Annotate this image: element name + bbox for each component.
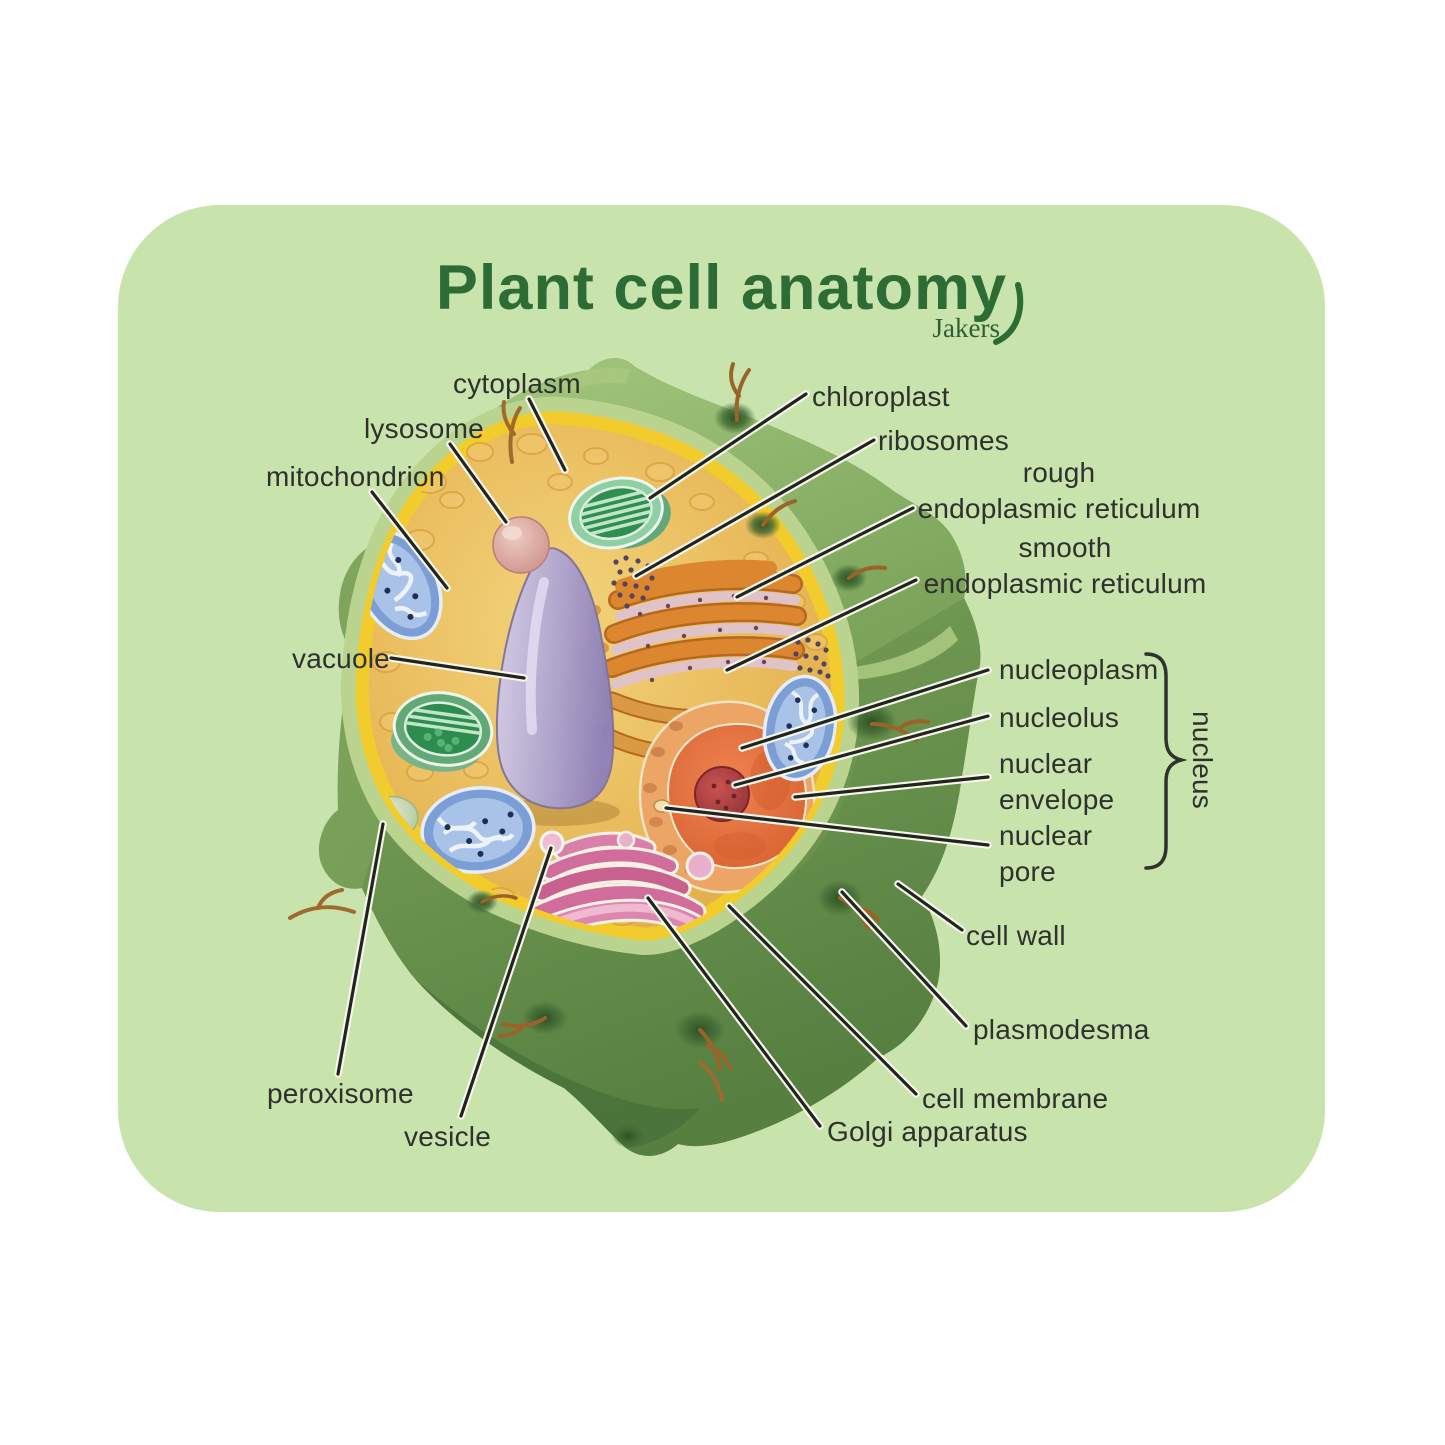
wing-shelf-highlight	[846, 626, 958, 680]
label-vesicle: vesicle	[404, 1121, 491, 1152]
nucleolus-speckles	[711, 779, 737, 811]
tab-highlight	[560, 367, 630, 394]
leader-line-nuclear-envelope	[793, 775, 990, 799]
leader-line-nucleolus	[733, 714, 990, 787]
leader-line-vacuole	[389, 656, 526, 680]
label-nucleus: nucleus	[1187, 711, 1219, 809]
label-cytoplasm: cytoplasm	[453, 368, 581, 399]
label-smooth-er: smooth endoplasmic reticulum	[923, 532, 1207, 600]
golgi-vesicle	[616, 830, 636, 850]
stray-twig	[288, 888, 356, 920]
signature-flourish-icon	[993, 282, 1024, 345]
label-nuclear-pore: nuclear pore	[999, 820, 1093, 888]
label-ribosomes: ribosomes	[878, 425, 1009, 456]
leader-line-cell-wall	[896, 882, 964, 932]
nucleus-bracket	[1144, 652, 1188, 870]
leader-line-peroxisome	[336, 822, 385, 1076]
leader-line-cell-membrane	[727, 904, 918, 1096]
label-cell-membrane: cell membrane	[922, 1083, 1109, 1114]
leader-line-lysosome	[448, 442, 508, 524]
leader-line-nucleoplasm	[740, 668, 990, 750]
label-mitochondrion: mitochondrion	[266, 461, 445, 492]
label-golgi-apparatus: Golgi apparatus	[827, 1116, 1028, 1147]
cell-bottom-shadow	[416, 980, 700, 1148]
label-rough-er: rough endoplasmic reticulum	[917, 457, 1201, 525]
leader-line-chloroplast	[648, 392, 808, 500]
label-cell-wall: cell wall	[966, 920, 1066, 951]
leader-line-rough-er	[735, 506, 915, 599]
nucleolus-shape	[694, 766, 750, 822]
label-chloroplast: chloroplast	[812, 381, 950, 412]
stray-twig	[698, 1060, 724, 1102]
label-nucleoplasm: nucleoplasm	[999, 654, 1159, 685]
leader-lines	[334, 390, 1188, 1130]
leader-line-cytoplasm	[527, 397, 567, 472]
page-title: Plant cell anatomy	[435, 253, 1008, 323]
label-plasmodesma: plasmodesma	[973, 1014, 1150, 1045]
leader-line-golgi	[646, 896, 822, 1128]
leader-line-smooth-er	[725, 578, 918, 672]
label-lysosome: lysosome	[364, 413, 484, 444]
leader-line-vesicle	[459, 846, 553, 1118]
stray-twig	[501, 400, 522, 464]
label-nucleolus: nucleolus	[999, 702, 1120, 733]
signature: Jakers	[932, 313, 1000, 343]
cell-front-face	[362, 598, 981, 1156]
leader-line-nuclear-pore	[664, 806, 990, 847]
label-peroxisome: peroxisome	[267, 1078, 414, 1109]
lysosome-shape	[492, 516, 550, 574]
chloroplast-shape	[391, 691, 494, 772]
golgi-vesicle	[685, 851, 715, 881]
leader-line-ribosomes	[634, 438, 876, 578]
leader-line-plasmodesma	[840, 890, 968, 1028]
label-nuclear-envelope: nuclear envelope	[999, 748, 1115, 816]
label-vacuole: vacuole	[292, 643, 390, 674]
leader-line-mitochondrion	[370, 490, 449, 590]
mitochondrion-shape	[420, 786, 536, 874]
